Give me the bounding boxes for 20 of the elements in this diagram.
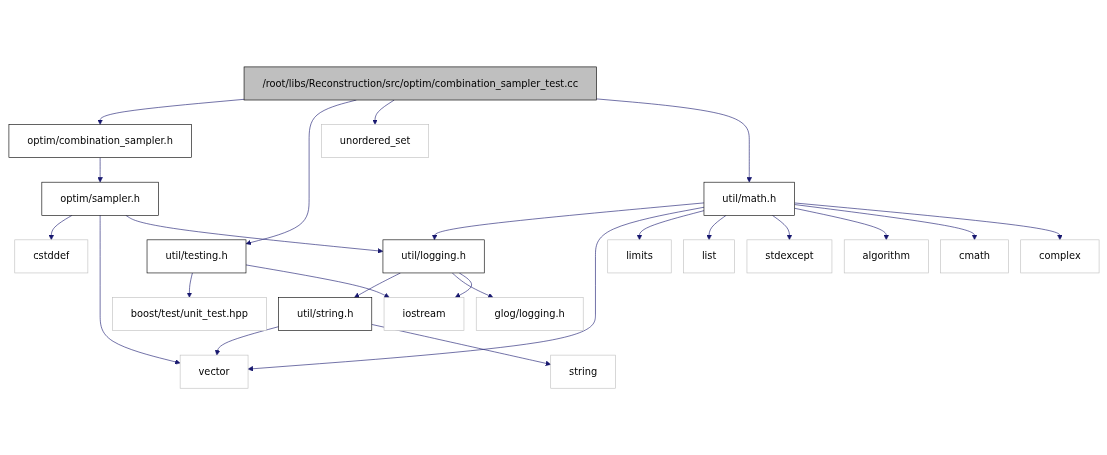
node-box: /root/libs/Reconstruction/src/optim/combination_sampler_test.cc xyxy=(243,66,597,101)
node-box: util/string.h xyxy=(277,297,372,331)
node-box: string xyxy=(549,354,616,389)
node-box: cstddef xyxy=(13,239,88,274)
node-box: algorithm xyxy=(843,239,929,274)
node-box: util/logging.h xyxy=(382,239,485,274)
node-box: list xyxy=(682,239,735,274)
node-box: unordered_set xyxy=(320,124,429,158)
node-box: cmath xyxy=(939,239,1009,274)
node-box: optim/sampler.h xyxy=(41,181,159,216)
node-box: vector xyxy=(179,354,248,389)
node-box: util/math.h xyxy=(703,181,795,216)
node-box: optim/combination_sampler.h xyxy=(8,124,192,158)
node-box: complex xyxy=(1019,239,1099,274)
node-box: limits xyxy=(606,239,672,274)
node-box: boost/test/unit_test.hpp xyxy=(111,297,267,331)
node-box: util/testing.h xyxy=(146,239,246,274)
node-box: iostream xyxy=(383,297,464,331)
node-box: stdexcept xyxy=(746,239,832,274)
node-box: glog/logging.h xyxy=(475,297,583,331)
